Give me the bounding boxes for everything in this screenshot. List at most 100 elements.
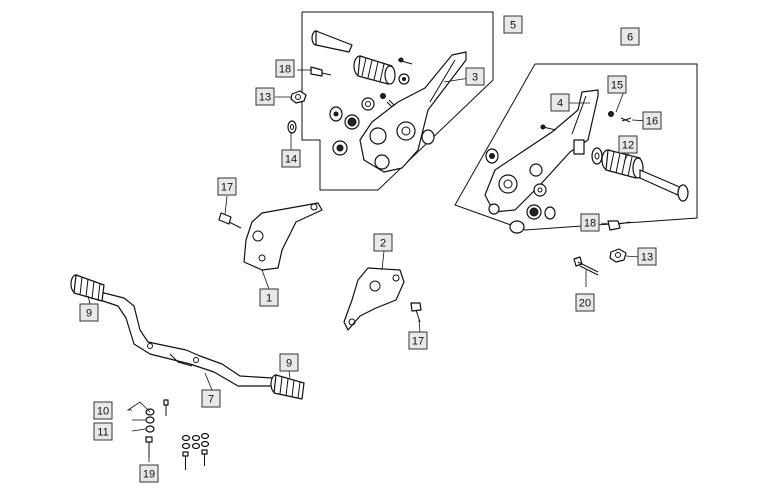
callout-box <box>620 27 640 46</box>
washer-10 <box>145 408 155 424</box>
callout-label: 13 <box>259 92 271 104</box>
callout-19: 19 <box>139 464 159 483</box>
callout-label: 5 <box>510 20 516 32</box>
damper-right-5 <box>509 220 525 234</box>
callout-box <box>255 87 275 106</box>
callout-7: 7 <box>201 389 221 408</box>
callout-box <box>279 353 299 372</box>
callout-box <box>618 135 638 154</box>
callout-box <box>503 15 523 34</box>
damper-right-4 <box>544 206 556 220</box>
nut-13-right <box>609 248 627 263</box>
callout-box <box>217 177 237 196</box>
damper-left-3 <box>361 97 375 111</box>
damper-right-1 <box>485 148 499 164</box>
callout-20: 20 <box>575 293 595 312</box>
callout-box <box>637 247 657 266</box>
callout-17: 17 <box>408 331 428 350</box>
footpeg-9-b <box>270 374 305 400</box>
screw-18-left <box>310 66 332 77</box>
callout-box <box>607 75 627 94</box>
callout-label: 14 <box>285 154 297 166</box>
callout-6: 6 <box>620 27 640 46</box>
callout-label: 17 <box>412 336 424 348</box>
damper-left-5 <box>421 129 435 145</box>
callout-box <box>139 464 159 483</box>
callout-label: 3 <box>472 72 478 84</box>
callout-box <box>408 331 428 350</box>
group-frame-left <box>301 11 494 191</box>
callout-4: 4 <box>550 93 570 112</box>
callout-box <box>575 293 595 312</box>
damper-right-3 <box>526 204 542 220</box>
callout-label: 7 <box>208 394 214 406</box>
callout-label: 9 <box>286 358 292 370</box>
callout-label: 6 <box>627 32 633 44</box>
callout-label: 9 <box>86 308 92 320</box>
callout-box <box>465 67 485 86</box>
split-pin-16-right <box>620 117 632 123</box>
callout-label: 2 <box>380 238 386 250</box>
callout-label: 12 <box>622 140 634 152</box>
screw-17-a <box>218 212 242 229</box>
callout-label: 20 <box>579 298 591 310</box>
footrest-pin-right <box>639 169 689 202</box>
callout-box <box>281 149 301 168</box>
callout-box <box>93 422 113 441</box>
footrest-bracket-right <box>484 89 599 215</box>
callout-label: 18 <box>279 64 291 76</box>
screw-small-right <box>540 124 557 131</box>
callout-18: 18 <box>275 59 295 78</box>
callout-14: 14 <box>281 149 301 168</box>
screw-17-b <box>410 302 422 323</box>
callout-box <box>79 303 99 322</box>
callout-2: 2 <box>373 233 393 252</box>
leader-lines <box>87 69 649 462</box>
callout-label: 17 <box>221 182 233 194</box>
fastener-set <box>163 399 210 470</box>
callout-label: 10 <box>97 406 109 418</box>
callout-13: 13 <box>255 87 275 106</box>
callout-9: 9 <box>79 303 99 322</box>
callout-label: 18 <box>584 218 596 230</box>
callout-box <box>201 389 221 408</box>
damper-right-2 <box>533 183 547 197</box>
callout-15: 15 <box>607 75 627 94</box>
callout-13: 13 <box>637 247 657 266</box>
bracket-plate-2 <box>343 267 405 331</box>
footrest-bracket-left <box>359 51 467 173</box>
bracket-plate-1 <box>243 202 323 271</box>
callout-17: 17 <box>217 177 237 196</box>
footrest-pin-left <box>311 30 353 53</box>
bolt-19 <box>145 436 153 458</box>
callout-3: 3 <box>465 67 485 86</box>
callout-label: 13 <box>641 252 653 264</box>
clip-15-right <box>608 111 614 117</box>
callout-10: 10 <box>93 401 113 420</box>
washer-right <box>591 147 603 165</box>
bolt-20 <box>573 256 599 276</box>
callout-label: 11 <box>97 427 108 439</box>
damper-left-2 <box>344 114 360 130</box>
callout-5: 5 <box>503 15 523 34</box>
footpeg-rubber-right <box>601 149 644 179</box>
callout-box <box>275 59 295 78</box>
callout-box <box>580 213 600 232</box>
callout-1: 1 <box>259 288 279 307</box>
callout-label: 1 <box>266 293 272 305</box>
callout-box <box>373 233 393 252</box>
nut-13-left <box>290 90 307 104</box>
callout-box <box>550 93 570 112</box>
callout-18: 18 <box>580 213 600 232</box>
callout-label: 19 <box>143 469 155 481</box>
callout-11: 11 <box>93 422 113 441</box>
callout-box <box>93 401 113 420</box>
callout-12: 12 <box>618 135 638 154</box>
callout-box <box>642 111 662 130</box>
callout-label: 15 <box>611 80 623 92</box>
split-pin-left <box>397 57 413 65</box>
footpeg-9-a <box>70 274 105 302</box>
washer-11 <box>145 425 155 433</box>
